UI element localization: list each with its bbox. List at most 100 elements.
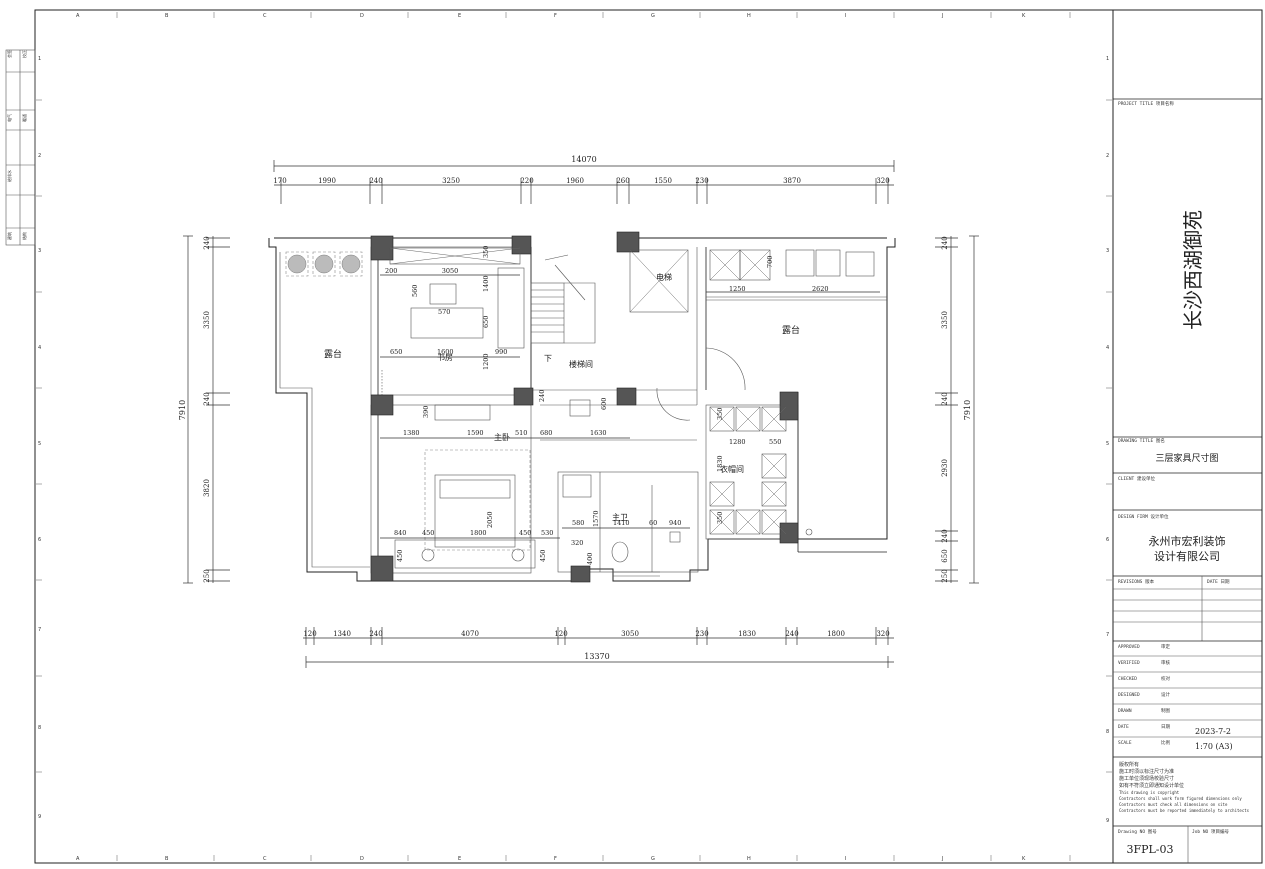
role-designed-cn: 设计 (1161, 691, 1170, 698)
dim-inner-60: 60 (649, 519, 657, 527)
client-label: CLIENT 建设单位 (1118, 475, 1155, 482)
strip-label-structure: 结构 (21, 232, 27, 240)
dim-right-chain: 7910 240 3350 240 2930 240 650 250 (935, 235, 979, 584)
terrace-planters (285, 251, 363, 277)
row-label-3: 3 (38, 248, 41, 254)
col-label-a-bottom: A (76, 856, 80, 862)
master-bed (434, 474, 516, 548)
col-label-g: G (651, 13, 655, 19)
role-drawn-en: DRAWN (1118, 708, 1132, 714)
dim-inner-530: 530 (541, 529, 553, 537)
dim-inner-400: 400 (586, 553, 594, 565)
dim-inner-450b: 450 (519, 529, 531, 537)
row-label-9: 9 (38, 814, 41, 820)
note-1: 版权所有 (1119, 761, 1139, 768)
column-ruler-bottom: A B C D E F G H I J K (76, 856, 1026, 862)
project-title: 长沙西湖御苑 (1181, 210, 1205, 330)
col-label-i: I (845, 13, 846, 19)
revision-date-label: DATE 日期 (1207, 579, 1230, 585)
job-no-label: Job NO 项目编号 (1192, 828, 1229, 835)
design-firm-name-line1: 永州市宏利装饰 (1149, 534, 1226, 548)
sheet-border (34, 9, 1263, 864)
dim-inner-550: 550 (769, 438, 781, 446)
dim-bottom-9: 240 (785, 630, 798, 638)
dim-inner-1830: 1830 (716, 455, 724, 472)
staircase (530, 249, 689, 344)
role-verified-cn: 审核 (1161, 659, 1170, 666)
col-label-f-bottom: F (554, 856, 557, 862)
dim-top-2: 1990 (318, 177, 336, 185)
role-drawn-cn: 制图 (1161, 707, 1170, 714)
revisions-label: REVISIONS 版本 (1118, 578, 1155, 585)
col-label-e: E (458, 13, 461, 19)
dim-inner-1590: 1590 (467, 429, 484, 437)
wardrobe-cabinets (709, 406, 787, 535)
dim-inner-450c: 450 (396, 550, 404, 562)
dim-right-total-text: 7910 (963, 400, 972, 420)
dim-inner-1380: 1380 (403, 429, 420, 437)
role-verified-en: VERIFIED (1118, 660, 1140, 666)
dim-inner-200: 200 (385, 267, 397, 275)
dim-bottom-total: 13370 (305, 652, 894, 668)
column-ruler-top: A B C D E F G H I J K (76, 13, 1026, 19)
note-4: 如有不符须立即通知设计单位 (1119, 782, 1184, 789)
row-ruler-left: 1 2 3 4 5 6 7 8 9 (38, 56, 41, 820)
dim-left-5: 250 (203, 569, 211, 582)
col-label-k-bottom: K (1022, 856, 1026, 862)
row-label-4: 4 (38, 345, 41, 351)
strip-label-countersign: 会签 (6, 50, 12, 58)
dim-inner: 200 3050 350 560 570 1400 650 650 1600 9… (380, 246, 880, 565)
drawing-title: 三层家具尺寸图 (1155, 452, 1218, 464)
row-label-7: 7 (38, 627, 41, 633)
row-label-7-right: 7 (1106, 632, 1109, 638)
col-label-d-bottom: D (360, 856, 364, 862)
scale-value: 1:70 (A3) (1195, 742, 1233, 751)
dim-bottom-8: 1830 (738, 630, 756, 638)
dim-top-total: 14070 (273, 155, 895, 172)
dim-inner-450d: 450 (539, 550, 547, 562)
col-label-b: B (165, 13, 169, 19)
date-value: 2023-7-2 (1195, 727, 1231, 736)
col-label-d: D (360, 13, 364, 19)
col-label-h-bottom: H (747, 856, 751, 862)
dim-inner-1250: 1250 (729, 285, 746, 293)
row-label-1: 1 (38, 56, 41, 62)
dim-right-4: 2930 (941, 459, 949, 477)
role-approved-en: APPROVED (1118, 644, 1140, 650)
col-label-j: J (941, 13, 943, 19)
dim-bottom-4: 4070 (461, 630, 479, 638)
col-label-c-bottom: C (263, 856, 267, 862)
role-checked-en: CHECKED (1118, 676, 1137, 682)
row-label-8-right: 8 (1106, 729, 1109, 735)
dim-left-total-text: 7910 (178, 400, 187, 420)
row-ruler-right: 1 2 3 4 5 6 7 8 9 (1106, 56, 1109, 824)
dim-inner-700: 700 (766, 256, 774, 268)
col-label-e-bottom: E (458, 856, 461, 862)
dim-bottom-2: 1340 (333, 630, 351, 638)
dim-right-3: 240 (941, 392, 949, 405)
role-designed-en: DESIGNED (1118, 692, 1140, 698)
dim-top-7: 260 (616, 177, 629, 185)
room-label-down: 下 (544, 354, 552, 363)
room-label-left-terrace: 露台 (324, 348, 342, 360)
col-label-k: K (1022, 13, 1026, 19)
dim-bottom-7: 230 (695, 630, 708, 638)
dim-inner-1280: 1280 (729, 438, 746, 446)
dim-inner-1400: 1400 (482, 275, 490, 292)
dim-top-9: 230 (695, 177, 708, 185)
col-label-c: C (263, 13, 267, 19)
col-label-g-bottom: G (651, 856, 655, 862)
column-ticks (116, 12, 1071, 861)
row-label-2: 2 (38, 153, 41, 159)
dim-top-total-text: 14070 (571, 155, 596, 164)
dim-bottom-6: 3050 (621, 630, 639, 638)
dim-inner-350: 350 (482, 246, 490, 258)
dim-inner-840: 840 (394, 529, 406, 537)
dim-inner-580: 580 (572, 519, 584, 527)
date-label-cn: 日期 (1161, 724, 1170, 730)
drawing-title-label: DRAWING TITLE 图名 (1118, 437, 1165, 444)
dim-bottom-10: 1800 (827, 630, 845, 638)
row-label-4-right: 4 (1106, 345, 1109, 351)
row-label-8: 8 (38, 725, 41, 731)
